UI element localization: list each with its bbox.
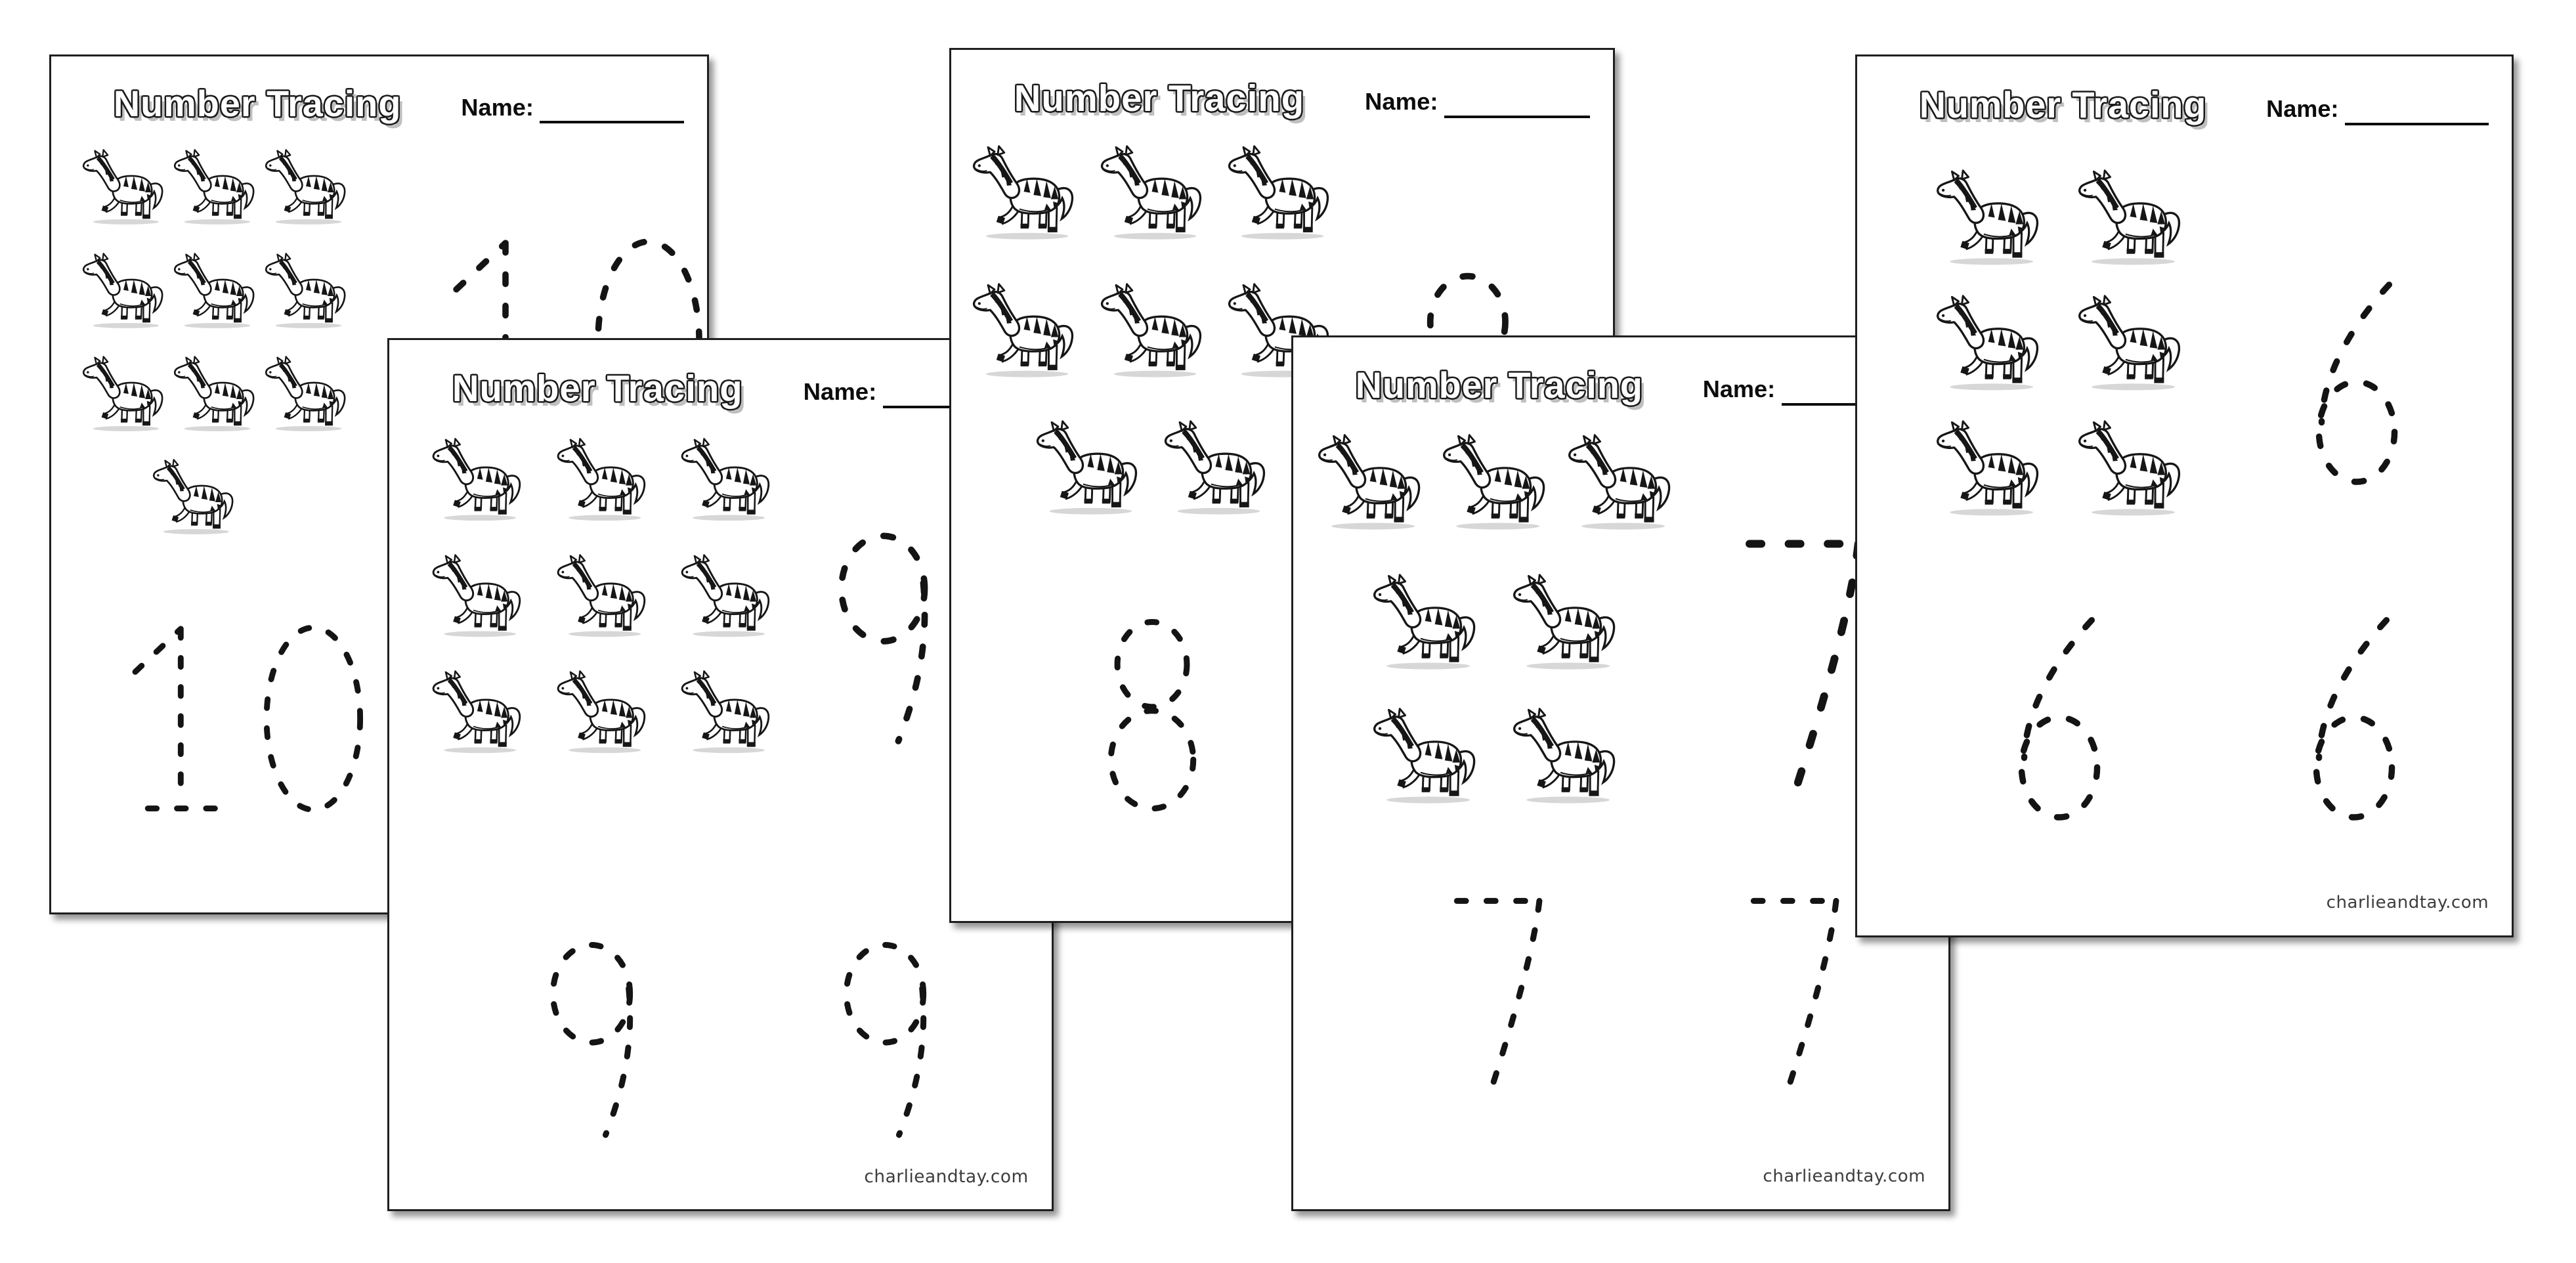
trace-number-middle-right-9 (819, 519, 958, 755)
name-label: Name: (1365, 88, 1438, 116)
zebra-icon (1222, 145, 1335, 243)
trace-digit-0 (263, 624, 363, 813)
page-title: Number Tracing (1354, 364, 1643, 407)
trace-number-bottom-left-8 (1088, 604, 1216, 823)
trace-digit-6 (2313, 616, 2395, 821)
trace-number-bottom-left-9 (532, 930, 661, 1148)
zebra-icon (1507, 708, 1622, 807)
page-title: Number Tracing (451, 367, 743, 410)
worksheet-page-6: Number Tracing Name: charlieandtay.com (1855, 54, 2514, 937)
zebra-icon (966, 283, 1080, 381)
worksheet-page-9: Number Tracing Name: charlieandtay.com (387, 338, 1054, 1211)
zebra-icon (1930, 169, 2046, 268)
zebra-icon (1094, 283, 1208, 381)
trace-digit-9 (550, 941, 633, 1138)
zebra-icon (966, 145, 1080, 243)
name-underline (2344, 122, 2489, 125)
trace-number-bottom-left-7 (1435, 880, 1564, 1100)
zebra-icon (169, 253, 260, 331)
name-label: Name: (461, 94, 534, 121)
trace-digit-7 (1453, 897, 1543, 1087)
zebra-icon (260, 149, 351, 227)
trace-digit-9 (843, 941, 926, 1138)
trace-digit-6 (2315, 281, 2398, 485)
footer-url: charlieandtay.com (1763, 1167, 1926, 1187)
trace-digit-7 (1750, 897, 1839, 1087)
page-title: Number Tracing (1013, 77, 1305, 120)
zebra-icon (2072, 295, 2187, 393)
zebra-icon (2072, 169, 2187, 268)
zebra-icon (169, 149, 260, 227)
trace-number-middle-right-6 (2286, 268, 2422, 498)
zebra-icon (260, 253, 351, 331)
zebra-icon (2072, 420, 2187, 519)
trace-digit-9 (838, 532, 928, 744)
trace-digit-7 (1745, 540, 1862, 790)
zebra-icon (551, 670, 651, 756)
name-label: Name: (803, 378, 877, 406)
zebra-icon (1367, 708, 1482, 807)
name-underline (1444, 115, 1590, 118)
zebra-icon (676, 670, 775, 756)
zebra-icon (260, 356, 351, 434)
zebra-icon (148, 459, 239, 537)
zebra-icon (1930, 420, 2046, 519)
trace-number-bottom-left-10 (118, 611, 377, 826)
zebra-icon (1930, 295, 2046, 393)
footer-url: charlieandtay.com (864, 1167, 1029, 1187)
trace-number-bottom-right-9 (826, 930, 955, 1148)
zebra-icon (1507, 574, 1622, 673)
zebra-icon (676, 438, 775, 524)
name-label: Name: (2266, 95, 2339, 122)
name-underline (1781, 403, 1926, 406)
trace-digit-1 (132, 626, 219, 811)
page-title: Number Tracing (112, 83, 402, 125)
name-label: Name: (1702, 375, 1776, 403)
zebra-icon (77, 253, 169, 331)
zebra-icon (1562, 434, 1677, 533)
trace-digit-8 (1107, 618, 1197, 811)
worksheet-page-7: Number Tracing Name: charlieandtay.com (1291, 335, 1950, 1211)
trace-number-bottom-right-7 (1732, 880, 1860, 1100)
zebra-icon (427, 554, 526, 640)
zebra-icon (1312, 434, 1427, 533)
page-title: Number Tracing (1918, 83, 2207, 126)
trace-number-middle-right-7 (1721, 517, 1891, 805)
zebra-icon (1094, 145, 1208, 243)
zebra-icon (551, 438, 651, 524)
zebra-icon (551, 554, 651, 640)
zebra-icon (169, 356, 260, 434)
zebra-icon (77, 149, 169, 227)
name-underline (540, 121, 685, 124)
zebra-icon (1367, 574, 1482, 673)
zebra-icon (1158, 420, 1272, 518)
footer-url: charlieandtay.com (2326, 893, 2489, 913)
zebra-icon (676, 554, 775, 640)
zebra-icon (1436, 434, 1552, 533)
trace-number-bottom-left-6 (1989, 604, 2124, 834)
trace-number-bottom-right-6 (2284, 604, 2419, 834)
trace-digit-6 (2018, 616, 2100, 821)
zebra-icon (427, 438, 526, 524)
zebra-icon (1030, 420, 1144, 518)
zebra-icon (77, 356, 169, 434)
zebra-icon (427, 670, 526, 756)
